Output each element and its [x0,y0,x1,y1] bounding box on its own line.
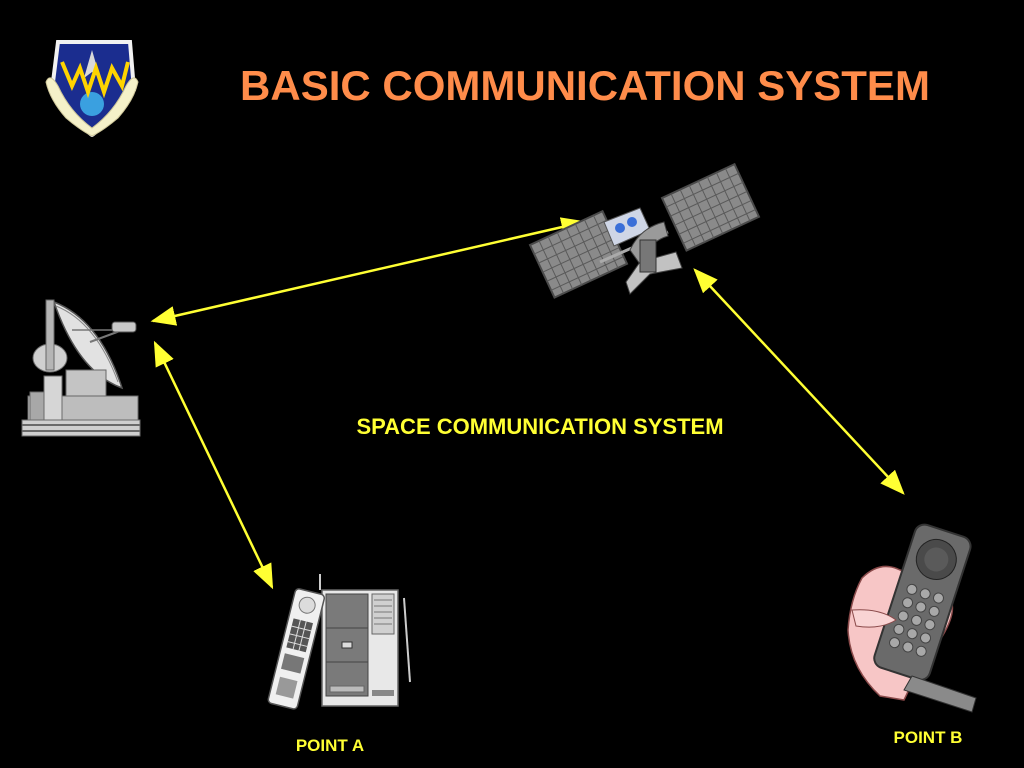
link-satellite-to-point-b [693,268,905,495]
diagram-subtitle: SPACE COMMUNICATION SYSTEM [356,414,724,439]
point-a-label: POINT A [295,736,365,755]
link-ground-to-satellite [150,217,587,326]
space-missile-warfare-center-shield-icon [45,40,139,138]
link-ground-to-point-a [153,340,274,590]
handheld-satellite-phone-icon [847,523,977,713]
satellite-dish-icon [21,299,141,437]
page-title: BASIC COMMUNICATION SYSTEM [240,62,930,109]
cordless-phone-base-icon [267,574,411,710]
satellite-icon [528,162,761,299]
point-b-label: POINT B [893,728,963,747]
